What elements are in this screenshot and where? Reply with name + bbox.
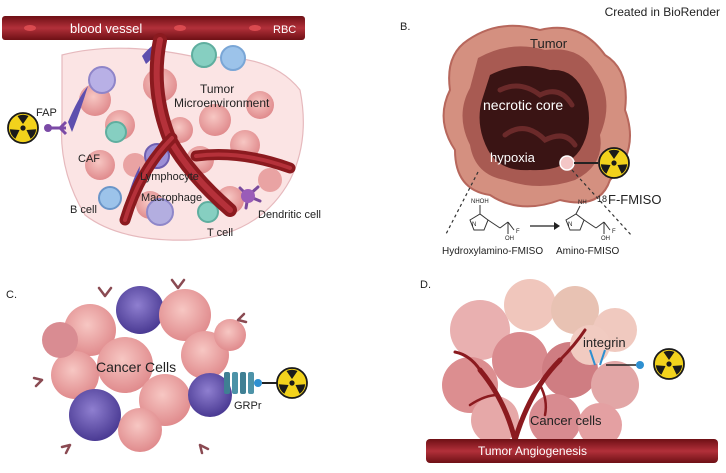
- surface-receptors-c: [32, 278, 248, 455]
- tme-label-line1: Tumor: [200, 82, 234, 96]
- chem-n-2: N: [568, 222, 572, 228]
- macrophage-cell: [146, 198, 174, 226]
- tracer-label: F-FMISO: [608, 192, 661, 207]
- panel-b-letter: B.: [400, 21, 410, 33]
- purple-cell-a: [88, 66, 116, 94]
- b-cell: [98, 186, 122, 210]
- cancer-cells-label-d: Cancer cells: [530, 413, 602, 428]
- integrin-label: integrin: [583, 335, 626, 350]
- structure-hydroxylamino: [469, 205, 515, 234]
- cancer-cells-label-c: Cancer Cells: [96, 359, 176, 375]
- vessel-label: blood vessel: [70, 21, 142, 36]
- radiation-icon-b: [598, 147, 630, 179]
- caf-label: CAF: [78, 153, 100, 165]
- chem-nhoh: NHOH: [471, 199, 489, 205]
- hypoxia-label: hypoxia: [490, 150, 536, 165]
- panel-b: B. Tumor necrotic core hypoxia 18 F-FMIS…: [400, 21, 661, 257]
- antibody-icon: [44, 120, 68, 136]
- reaction-arrowhead: [554, 222, 560, 230]
- t-cell-label: T cell: [207, 227, 233, 239]
- panel-d-letter: D.: [420, 279, 431, 291]
- necrotic-texture: [497, 83, 578, 148]
- ligand-dot-c: [254, 379, 262, 387]
- chem-nh2: NH: [578, 200, 587, 206]
- t-cell: [197, 201, 219, 223]
- teal-cell-2: [105, 121, 127, 143]
- panel-c-letter: C.: [6, 289, 17, 301]
- chem-oh-2: OH: [601, 236, 610, 242]
- panel-a: A.: [2, 16, 321, 241]
- structure-amino: [565, 205, 611, 234]
- blood-vessel: [2, 16, 305, 226]
- radiation-icon-d: [653, 348, 685, 380]
- chem-f-2: F: [612, 229, 616, 235]
- tracer-superscript: 18: [597, 194, 607, 204]
- b-cell-label: B cell: [70, 204, 97, 216]
- angiogenesis-branches: [453, 328, 587, 443]
- fap-label: FAP: [36, 107, 57, 119]
- angiogenesis-label: Tumor Angiogenesis: [478, 444, 587, 458]
- tumor-vessel-d: [426, 439, 718, 463]
- callout-line-left: [444, 171, 479, 237]
- chem-oh-1: OH: [505, 236, 514, 242]
- macrophage-label: Macrophage: [141, 192, 202, 204]
- receptor-icon: [224, 372, 254, 394]
- lymphocyte-label: Lymphocyte: [140, 171, 199, 183]
- integrin-receptor: [589, 349, 606, 366]
- tme-label-line2: Microenvironment: [174, 96, 270, 110]
- caf-cell-1: [68, 86, 88, 132]
- rbc-label: RBC: [273, 24, 296, 36]
- necrotic-core-label: necrotic core: [483, 97, 563, 113]
- callout-line-right: [571, 169, 633, 237]
- blue-cell-1: [220, 45, 246, 71]
- hypoxia-dot: [559, 155, 575, 171]
- cancer-cluster-c: [42, 286, 246, 452]
- dendritic-cell-body: [241, 189, 255, 203]
- metabolite-1-label: Hydroxylamino-FMISO: [442, 246, 543, 257]
- radiation-icon-a: [7, 112, 39, 144]
- teal-cell-1: [191, 42, 217, 68]
- chem-n-1: N: [472, 222, 476, 228]
- radiation-icon-c: [276, 367, 308, 399]
- ligand-dot-d: [636, 361, 644, 369]
- dendritic-cell-label: Dendritic cell: [258, 209, 321, 221]
- metabolite-2-label: Amino-FMISO: [556, 246, 620, 257]
- panel-d: D. Tumor Angiogenesis: [420, 279, 718, 463]
- cancer-cluster-d: [442, 279, 639, 447]
- credit-text: Created in BioRender: [605, 5, 720, 19]
- chem-f-1: F: [516, 229, 520, 235]
- panel-c: C. Cancer Cells: [6, 278, 308, 455]
- tumor-label-b: Tumor: [530, 36, 568, 51]
- grpr-label: GRPr: [234, 400, 262, 412]
